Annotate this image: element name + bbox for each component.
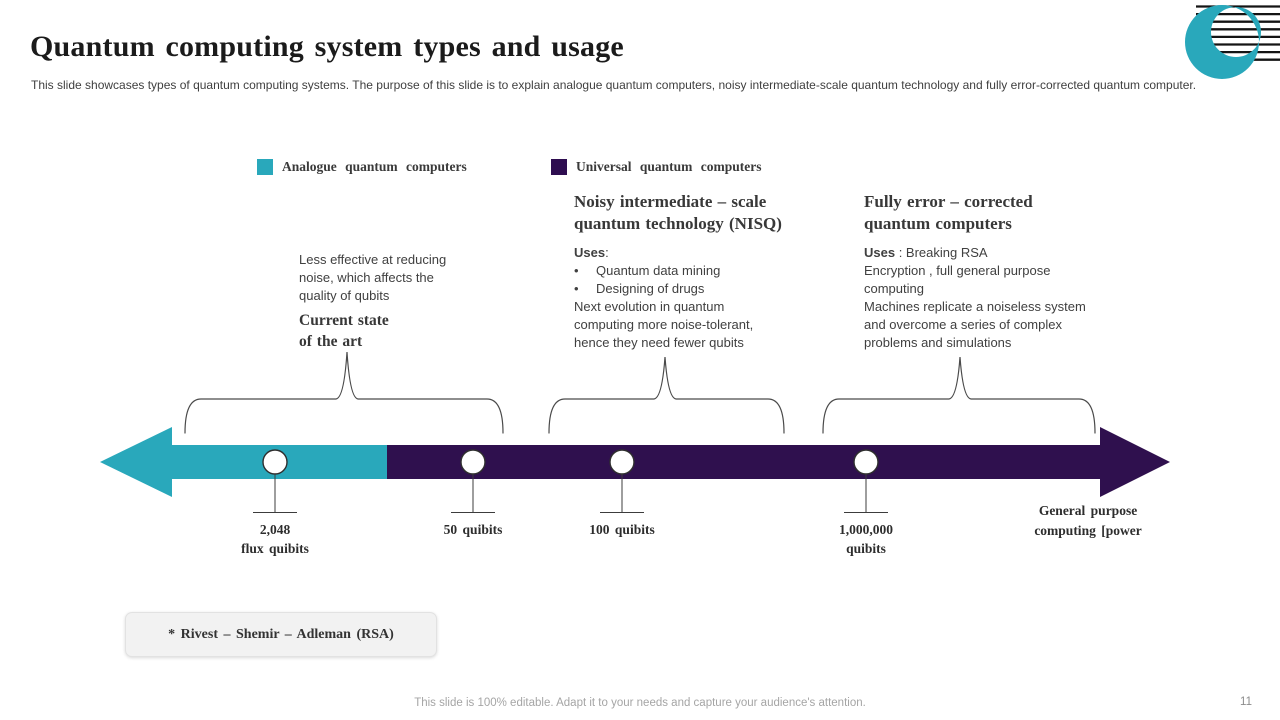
timeline-end-label: General purpose computing [power: [1008, 501, 1168, 541]
uses-rest: : Breaking RSA: [895, 245, 988, 260]
fec-body-line: Machines replicate a noiseless system: [864, 299, 1086, 314]
rsa-footnote-box: * Rivest – Shemir – Adleman (RSA): [125, 612, 437, 657]
analogue-note: Less effective at reducing noise, which …: [299, 251, 489, 305]
nisq-uses-line: Uses:: [574, 244, 796, 262]
footer-note: This slide is 100% editable. Adapt it to…: [414, 697, 866, 709]
timeline-bar-analogue: [170, 445, 387, 479]
point-label-line: 2,048: [259, 522, 291, 537]
point-label-line: 50 quibits: [443, 522, 503, 537]
uses-label: Uses: [574, 245, 606, 260]
fec-heading-line: Fully error – corrected: [864, 192, 1033, 211]
timeline-marker: [609, 449, 635, 475]
timeline-marker: [460, 449, 486, 475]
nisq-note-line: computing more noise-tolerant,: [574, 317, 754, 332]
legend-label: Universal quantum computers: [576, 159, 762, 174]
point-label-line: 100 quibits: [589, 522, 655, 537]
fec-heading: Fully error – corrected quantum computer…: [864, 191, 1129, 235]
brace-fec: [822, 356, 1096, 434]
point-label-50: 50 quibits: [403, 520, 543, 539]
nisq-heading-line: quantum technology (NISQ): [574, 214, 782, 233]
timeline-marker: [262, 449, 288, 475]
company-logo: [1185, 5, 1280, 79]
fec-body-line: Encryption , full general purpose: [864, 263, 1051, 278]
fec-body-line: and overcome a series of complex: [864, 317, 1062, 332]
analogue-heading: Current state of the art: [299, 310, 389, 352]
analogue-note-line: quality of qubits: [299, 288, 390, 303]
fec-heading-line: quantum computers: [864, 214, 1012, 233]
legend-swatch-teal: [257, 159, 273, 175]
brace-current-state: [184, 351, 504, 434]
nisq-note-line: hence they need fewer qubits: [574, 335, 744, 350]
timeline-marker: [853, 449, 879, 475]
fec-section: Fully error – corrected quantum computer…: [864, 191, 1129, 352]
analogue-note-line: noise, which affects the: [299, 270, 434, 285]
legend-swatch-purple: [551, 159, 567, 175]
fec-body: Uses : Breaking RSA Encryption , full ge…: [864, 244, 1129, 352]
point-label-line: 1,000,000: [839, 522, 893, 537]
uses-suffix: :: [605, 245, 609, 260]
fec-uses-line: Uses : Breaking RSA: [864, 244, 1129, 262]
point-label-line: flux quibits: [241, 541, 309, 556]
point-label-2048: 2,048 flux quibits: [205, 520, 345, 558]
nisq-note-line: Next evolution in quantum: [574, 299, 725, 314]
point-label-100: 100 quibits: [552, 520, 692, 539]
brace-nisq: [548, 356, 785, 434]
point-label-1000000: 1,000,000 quibits: [796, 520, 936, 558]
page-number: 11: [1240, 696, 1252, 708]
legend-item-universal: Universal quantum computers: [551, 159, 762, 175]
rsa-footnote-text: * Rivest – Shemir – Adleman (RSA): [168, 626, 394, 642]
fec-body-line: computing: [864, 281, 924, 296]
page-title: Quantum computing system types and usage: [30, 30, 624, 63]
nisq-heading-line: Noisy intermediate – scale: [574, 192, 767, 211]
timeline-bar-universal: [387, 445, 1102, 479]
arrowhead-left-icon: [100, 427, 172, 497]
nisq-bullet-text: Quantum data mining: [596, 263, 721, 278]
legend-item-analogue: Analogue quantum computers: [257, 159, 467, 175]
bullet-icon: •: [574, 281, 579, 296]
point-label-line: quibits: [846, 541, 886, 556]
bullet-icon: •: [574, 263, 579, 278]
analogue-note-line: Less effective at reducing: [299, 252, 447, 267]
analogue-heading-line: Current state: [299, 312, 389, 329]
legend-label: Analogue quantum computers: [282, 159, 467, 174]
nisq-section: Noisy intermediate – scale quantum techn…: [574, 191, 796, 352]
arrowhead-right-icon: [1100, 427, 1170, 497]
nisq-bullet: • Quantum data mining: [574, 262, 796, 280]
nisq-bullet: • Designing of drugs: [574, 280, 796, 298]
end-label-line: computing [power: [1034, 523, 1142, 538]
nisq-body: Uses: • Quantum data mining • Designing …: [574, 244, 796, 352]
logo-crescent-icon: [1185, 5, 1261, 79]
analogue-heading-line: of the art: [299, 333, 363, 350]
fec-body-line: problems and simulations: [864, 335, 1012, 350]
nisq-bullet-text: Designing of drugs: [596, 281, 705, 296]
nisq-heading: Noisy intermediate – scale quantum techn…: [574, 191, 796, 235]
slide-description: This slide showcases types of quantum co…: [31, 78, 1197, 92]
uses-label: Uses: [864, 245, 896, 260]
end-label-line: General purpose: [1038, 503, 1138, 518]
